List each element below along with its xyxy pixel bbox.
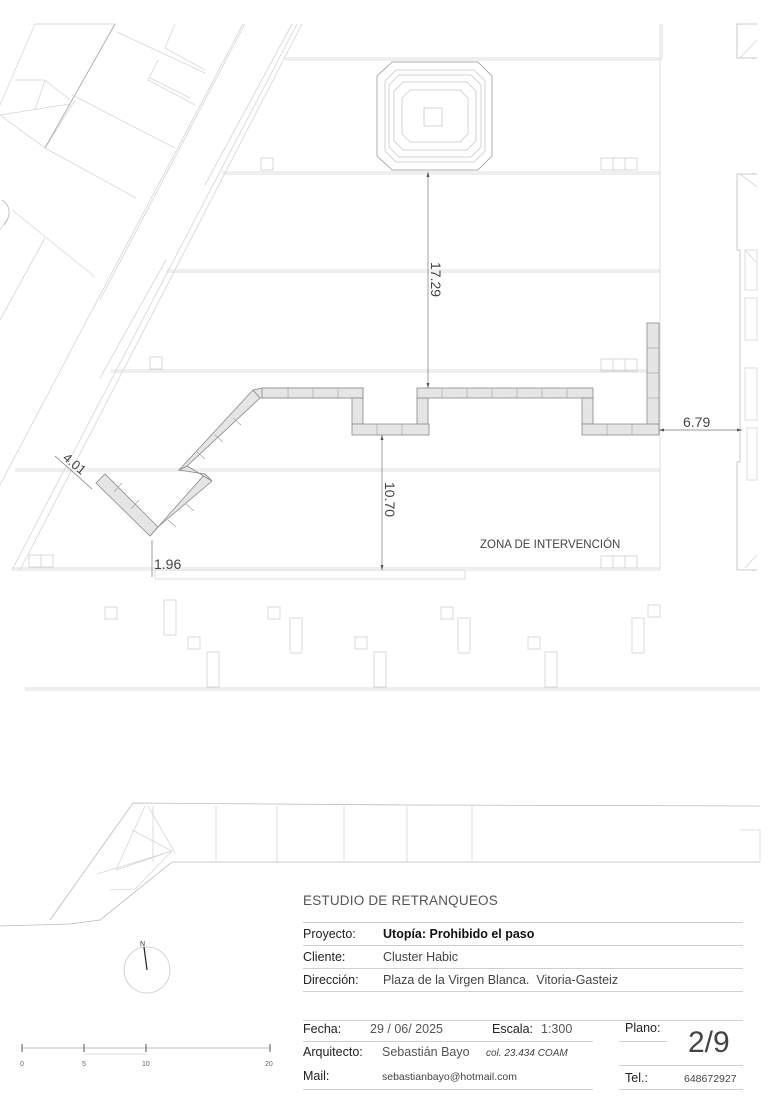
dimension-right-setback: 6.79 [683,414,710,430]
dimension-top-setback: 17.29 [428,262,444,297]
title-block: ESTUDIO DE RETRANQUEOS Proyecto: Utopía:… [303,888,743,992]
diagonal-street-lines [0,23,303,571]
label-arquitecto: Arquitecto: [303,1045,363,1059]
label-cliente: Cliente: [303,950,346,964]
label-fecha: Fecha: [303,1022,342,1036]
label-mail: Mail: [303,1069,330,1083]
title-block-details: Fecha: 29 / 06/ 2025 Escala: 1:300 Plano… [303,1018,743,1098]
label-escala: Escala: [492,1022,533,1036]
label-tel: Tel.: [625,1071,648,1085]
value-arquitecto: Sebastián Bayo [382,1045,470,1059]
value-escala: 1:300 [541,1022,573,1036]
zone-label: ZONA DE INTERVENCIÓN [480,538,620,551]
dimension-lines [54,172,742,577]
north-arrow: N [123,941,171,994]
value-cliente: Cluster Habic [383,950,459,964]
parcel-lines [12,24,760,691]
wall-joints [113,347,659,528]
value-fecha: 29 / 06/ 2025 [370,1022,443,1036]
monument-plaza [376,61,493,171]
scale-tick-5: 5 [82,1061,86,1068]
scale-bar [21,1044,271,1055]
email-link[interactable]: sebastianbayo@hotmail.com [382,1071,517,1083]
label-plano: Plano: [625,1021,661,1035]
right-buildings [736,23,758,571]
scale-tick-0: 0 [20,1061,24,1068]
dimension-left-diagonal: 4.01 [60,450,89,478]
north-label: N [140,941,145,948]
value-proyecto: Utopía: Prohibido el paso [383,927,535,941]
dimension-bottom-left: 1.96 [154,556,181,572]
scale-tick-10: 10 [142,1061,150,1068]
row-direccion: Dirección: Plaza de la Virgen Blanca. Vi… [303,969,743,992]
street-fixtures [28,157,661,688]
row-proyecto: Proyecto: Utopía: Prohibido el paso [303,923,743,946]
value-colegiado: col. 23.434 COAM [486,1048,568,1059]
scale-tick-20: 20 [265,1061,273,1068]
proposed-wall [95,322,660,537]
row-cliente: Cliente: Cluster Habic [303,946,743,969]
label-direccion: Dirección: [303,973,359,987]
value-tel: 648672927 [684,1073,737,1085]
value-direccion: Plaza de la Virgen Blanca. Vitoria-Gaste… [383,973,619,987]
sheet-title: ESTUDIO DE RETRANQUEOS [303,888,743,923]
sheet-number: 2/9 [688,1026,730,1059]
bottom-street-block [0,802,761,927]
neighbor-buildings-top-left [0,23,206,321]
label-proyecto: Proyecto: [303,927,356,941]
dimension-bottom-setback: 10.70 [382,482,398,517]
